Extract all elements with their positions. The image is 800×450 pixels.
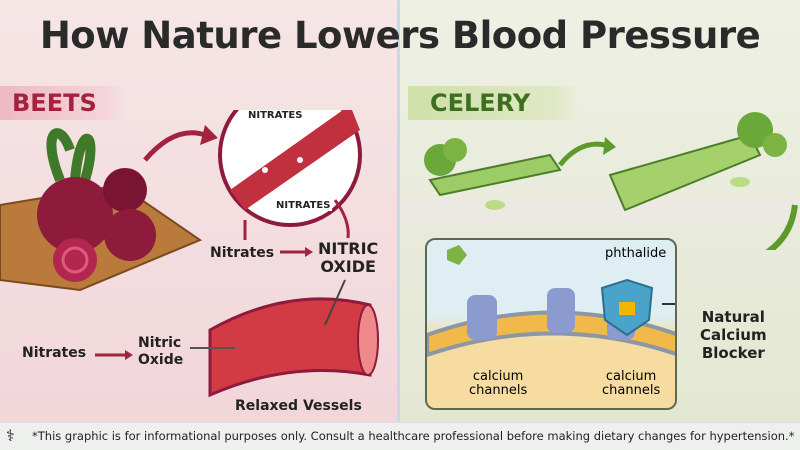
magnifier-label-bottom: NITRATES — [274, 200, 333, 211]
flow-from: Nitrates — [210, 245, 275, 261]
divider — [397, 0, 400, 422]
page-title: How Nature Lowers Blood Pressure — [39, 14, 761, 57]
disclaimer-footer: ⚕ *This graphic is for informational pur… — [0, 422, 800, 450]
magnifier-circle — [218, 110, 362, 227]
vessel-caption: Relaxed Vessels — [235, 398, 362, 414]
celery-icon — [424, 112, 787, 212]
calcium-channel — [547, 288, 575, 333]
disclaimer-text: *This graphic is for informational purpo… — [32, 429, 795, 443]
arrow — [143, 130, 206, 162]
lock-icon — [619, 302, 635, 315]
beet-icon — [37, 128, 156, 282]
phthalide-label: phthalide — [605, 246, 667, 261]
vessel-from: Nitrates — [22, 345, 87, 361]
stethoscope-icon: ⚕ — [6, 426, 15, 445]
calcium-channel — [467, 295, 497, 340]
beets-label: BEETS — [0, 86, 125, 120]
celery-illustration — [400, 112, 800, 250]
blood-vessel — [208, 297, 379, 398]
beets-illustration — [0, 110, 379, 398]
magnifier-label-top: NITRATES — [246, 110, 305, 121]
phthalide-molecule — [447, 245, 467, 265]
celery-label: CELERY — [408, 86, 578, 120]
